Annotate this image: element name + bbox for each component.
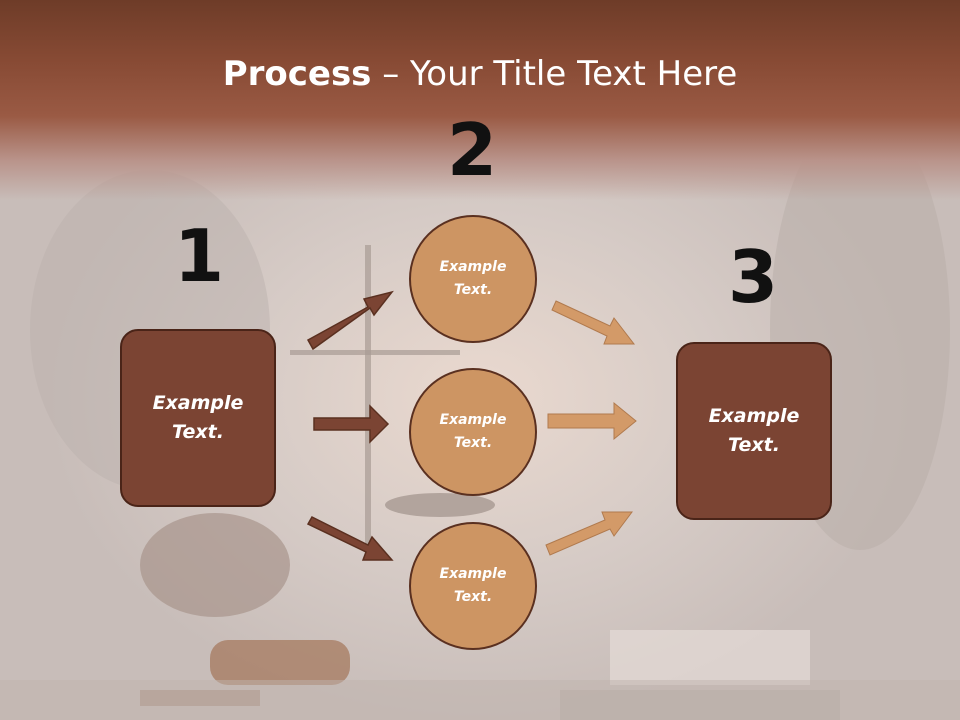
- slide-title: Process – Your Title Text Here: [0, 52, 960, 96]
- arrow-up-right-right: [545, 511, 633, 556]
- arrow-down-right-right: [551, 300, 636, 345]
- arrow-down-right-left: [306, 516, 394, 561]
- right-box: Example Text.: [676, 342, 832, 520]
- circle-bottom-text: Example Text.: [439, 566, 507, 605]
- circle-bottom: Example Text.: [409, 522, 537, 650]
- circle-middle: Example Text.: [409, 368, 537, 496]
- step-number-3: 3: [727, 235, 779, 319]
- step-number-1: 1: [173, 214, 225, 298]
- arrow-right-left: [313, 404, 390, 444]
- circle-middle-text: Example Text.: [439, 412, 507, 451]
- circle-top-text: Example Text.: [439, 259, 507, 298]
- circle-top: Example Text.: [409, 215, 537, 343]
- right-box-text: Example Text.: [708, 405, 800, 456]
- left-box: Example Text.: [120, 329, 276, 507]
- title-bold: Process: [222, 54, 372, 94]
- arrow-up-right-left: [306, 290, 394, 351]
- header-band: [0, 0, 960, 200]
- step-number-2: 2: [446, 108, 498, 192]
- title-rest: – Your Title Text Here: [371, 54, 738, 94]
- arrow-right-right: [547, 401, 637, 441]
- left-box-text: Example Text.: [152, 392, 244, 443]
